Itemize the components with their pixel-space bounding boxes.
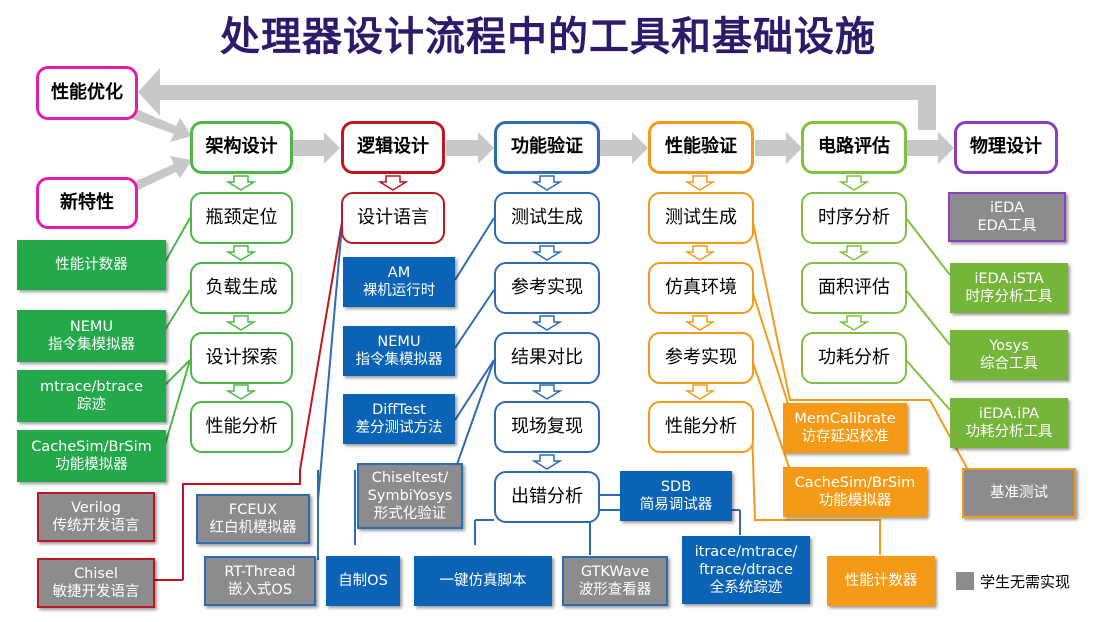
circuit-step: 面积评估 [801, 262, 907, 314]
perf-opt-to-arch-arrow [130, 108, 192, 142]
stage-circuit: 电路评估 [801, 121, 907, 174]
stage-new-feature: 新特性 [36, 177, 138, 229]
stage-physical: 物理设计 [954, 121, 1058, 174]
circuit-step: 功耗分析 [801, 332, 907, 384]
tool-onekey-script: 一键仿真脚本 [414, 556, 552, 606]
tool-benchmark: 基准测试 [962, 468, 1076, 518]
arch-step: 负载生成 [190, 262, 293, 314]
arch-step: 设计探索 [190, 332, 293, 384]
arch-step: 瓶颈定位 [190, 192, 293, 244]
func-step: 测试生成 [494, 192, 600, 244]
arch-step: 性能分析 [190, 401, 293, 453]
perfv-step: 测试生成 [648, 192, 754, 244]
stage-arch: 架构设计 [190, 121, 293, 174]
tool-perf-counter: 性能计数器 [17, 240, 166, 290]
legend-label: 学生无需实现 [980, 573, 1071, 591]
feature-to-arch-arrow [130, 156, 192, 194]
legend-swatch [956, 572, 974, 590]
stage-perf-opt: 性能优化 [36, 66, 138, 120]
tool-perf-counter: 性能计数器 [827, 556, 935, 606]
perfv-step: 仿真环境 [648, 262, 754, 314]
stage-perf-verify: 性能验证 [648, 121, 754, 174]
tool-own-os: 自制OS [326, 556, 400, 606]
func-step: 现场复现 [494, 401, 600, 453]
logic-step: 设计语言 [341, 192, 445, 244]
perfv-step: 性能分析 [648, 401, 754, 453]
stage-logic: 逻辑设计 [341, 121, 445, 174]
down-arrows [225, 175, 870, 470]
page-title: 处理器设计流程中的工具和基础设施 [220, 14, 876, 60]
func-step: 结果对比 [494, 332, 600, 384]
func-step: 参考实现 [494, 262, 600, 314]
stage-arrows [293, 132, 954, 164]
stage-func: 功能验证 [494, 121, 600, 174]
feedback-arrow [138, 68, 936, 130]
circuit-step: 时序分析 [801, 192, 907, 244]
func-step: 出错分析 [494, 471, 600, 523]
perfv-step: 参考实现 [648, 332, 754, 384]
